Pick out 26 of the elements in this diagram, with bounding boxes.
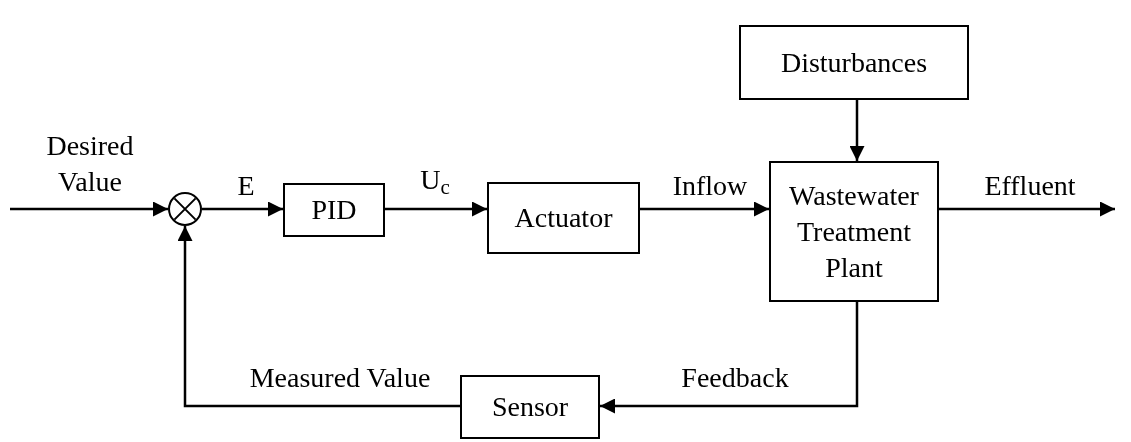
block-box bbox=[769, 161, 939, 302]
edge-label: Measured Value bbox=[248, 361, 432, 395]
arrow bbox=[177, 226, 460, 408]
block-label: Actuator bbox=[514, 201, 613, 235]
arrow bbox=[385, 201, 487, 217]
block-box bbox=[283, 183, 385, 237]
block-box bbox=[487, 182, 640, 254]
block-box bbox=[460, 375, 600, 439]
arrow bbox=[10, 201, 168, 217]
edge-label: U$_{c}$ bbox=[419, 163, 451, 198]
block-label: PID bbox=[311, 193, 357, 227]
arrow bbox=[202, 201, 283, 217]
edge-label: E bbox=[236, 169, 256, 203]
edge-label: Effluent bbox=[983, 169, 1077, 203]
block-label: Disturbances bbox=[780, 45, 928, 80]
block-label: Wastewater Treatment Plant bbox=[788, 178, 920, 285]
arrow bbox=[939, 201, 1115, 217]
edge-label: Inflow bbox=[671, 169, 749, 203]
summing-junction bbox=[168, 192, 202, 226]
arrow bbox=[640, 201, 769, 217]
edge-label: Feedback bbox=[680, 361, 790, 395]
arrow bbox=[600, 302, 859, 414]
block-box bbox=[739, 25, 969, 100]
arrow bbox=[849, 100, 865, 161]
edge-label: Desired Value bbox=[45, 129, 135, 199]
block-label: Sensor bbox=[491, 390, 569, 424]
